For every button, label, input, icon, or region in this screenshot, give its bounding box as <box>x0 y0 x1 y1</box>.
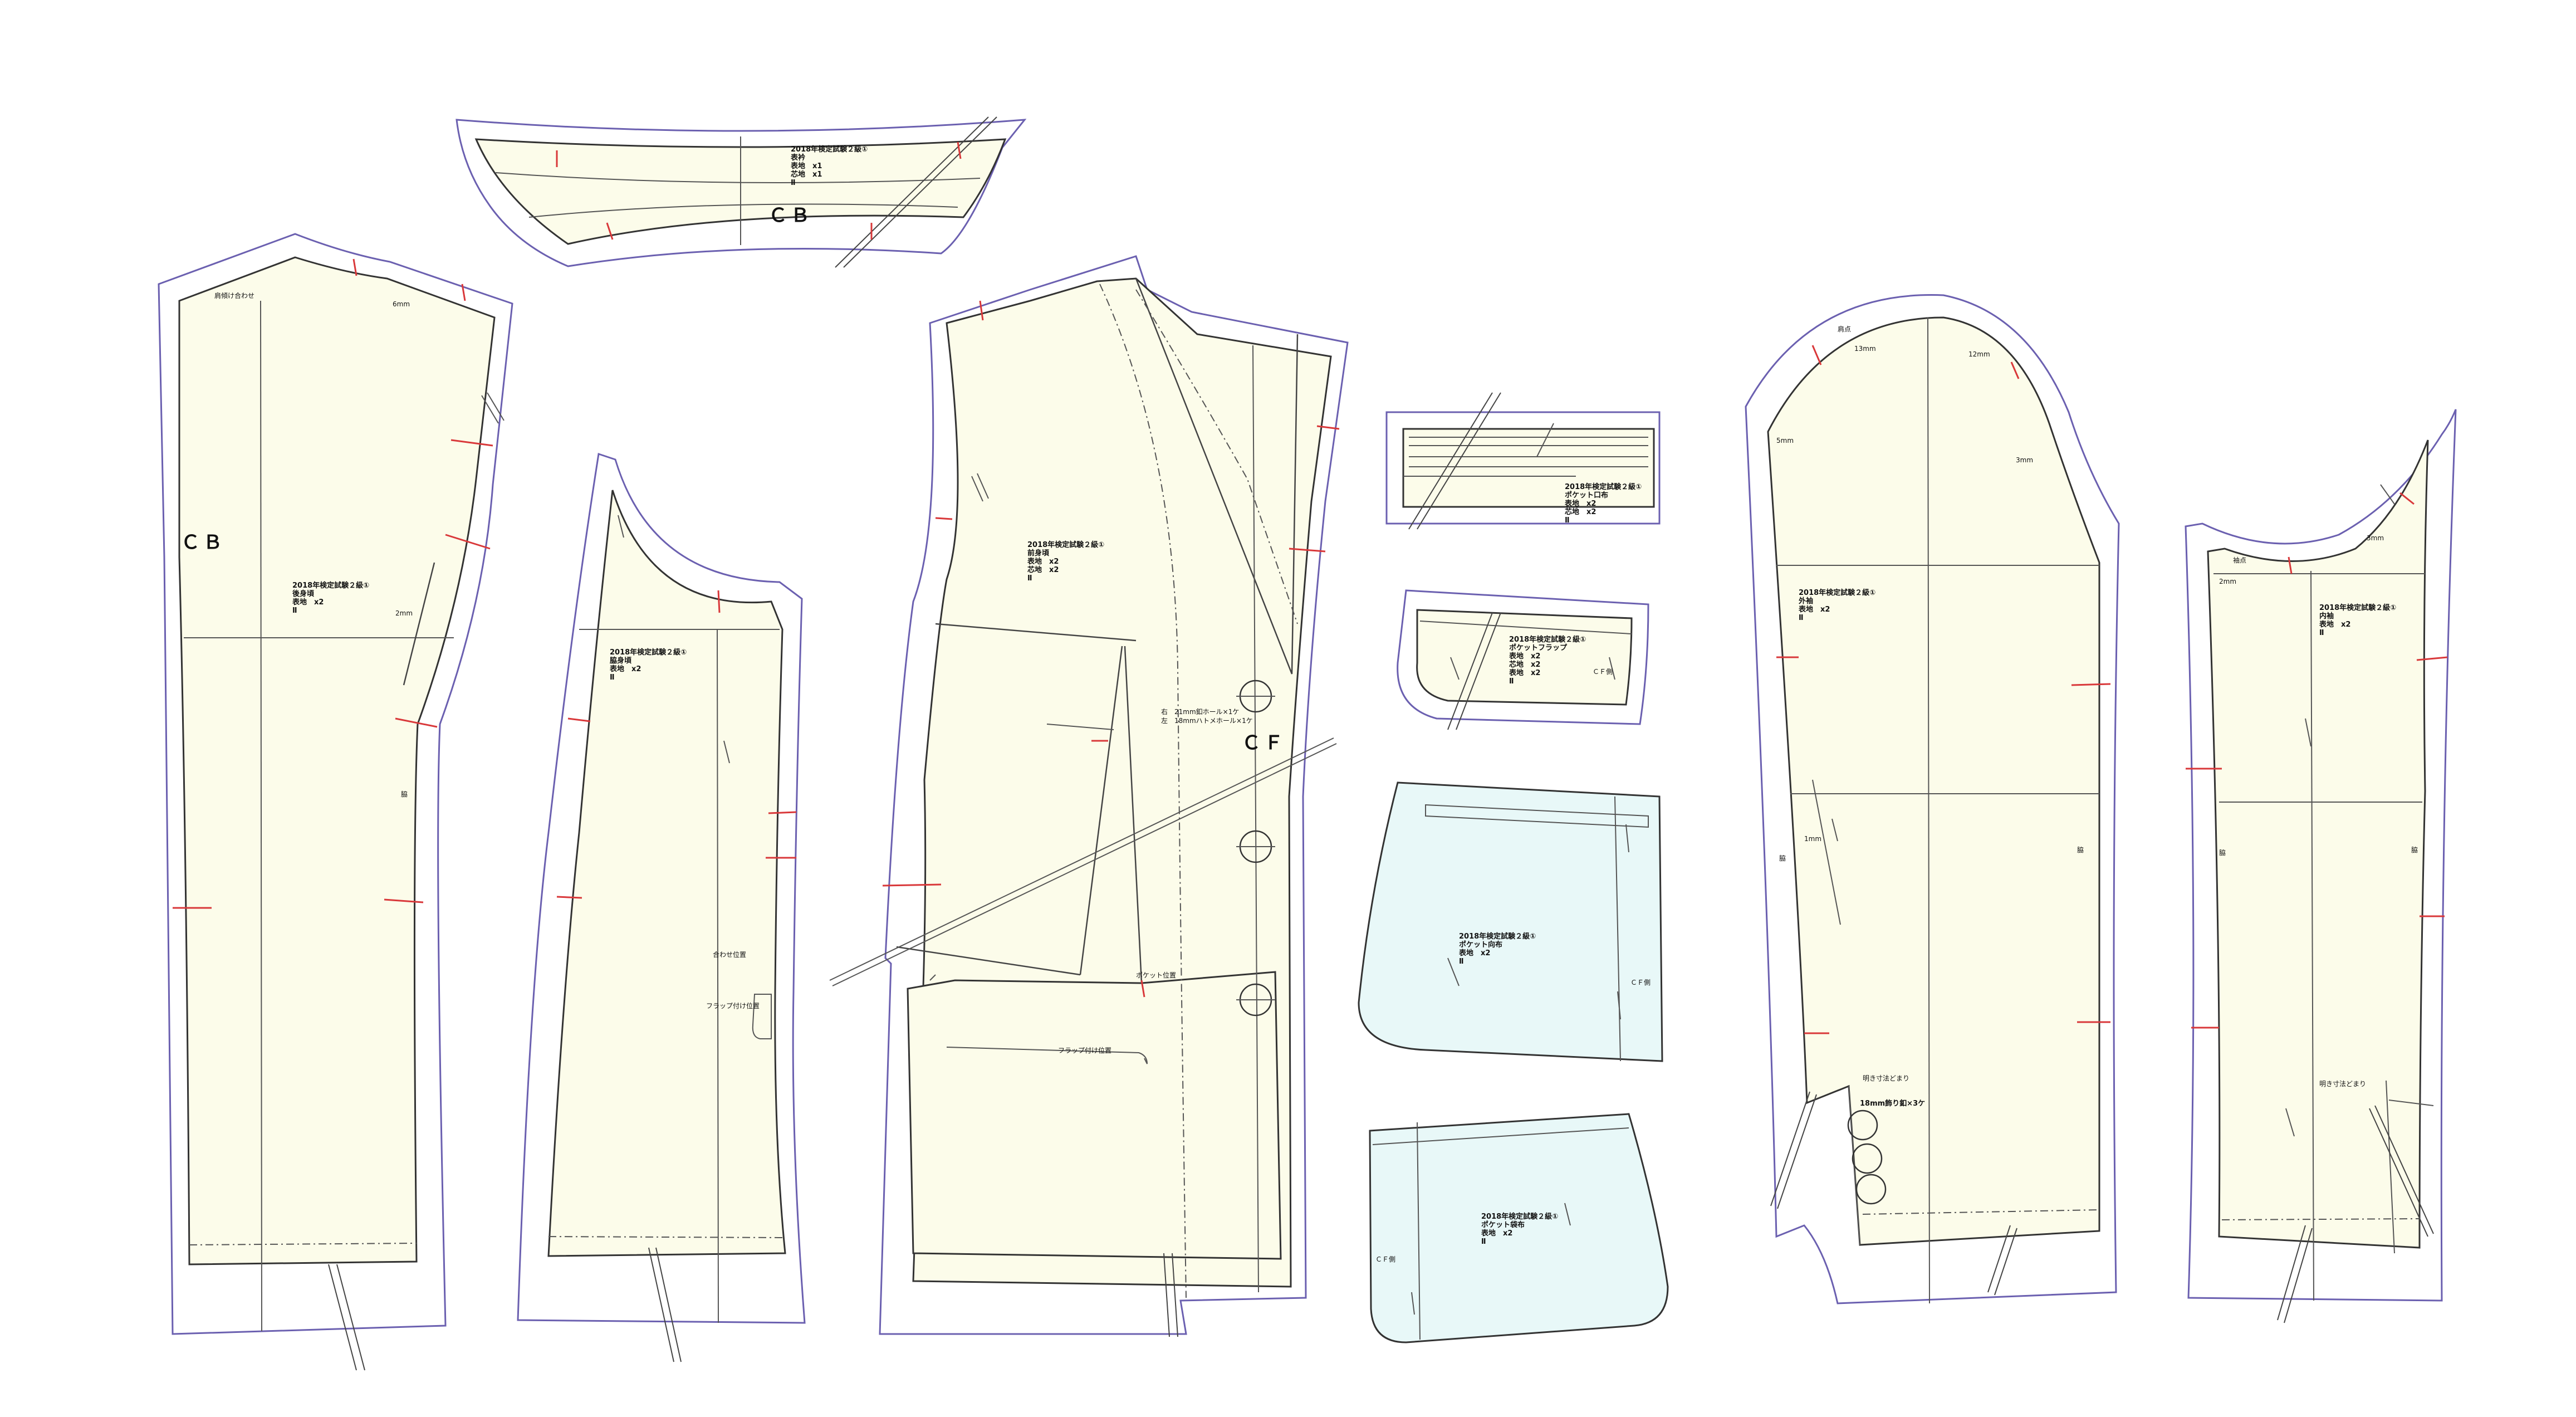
sleeve-button-2 <box>1852 1143 1883 1174</box>
top-sleeve-side-right: 脇 <box>2077 846 2084 854</box>
top-sleeve-vent-note: 明き寸法どまり <box>1863 1074 1909 1082</box>
under-sleeve-ease-2: 2mm <box>2219 578 2236 585</box>
pocket-bag-cf-mark: ＣＦ側 <box>1375 1255 1395 1263</box>
under-sleeve-piece: 袖点 2mm 3mm 脇 脇 2018年検定試験２級① 内袖 表地 x2 Ⅱ 明… <box>2185 409 2457 1323</box>
side-back-match-note: 合わせ位置 <box>713 950 746 959</box>
side-back-label-1: 2018年検定試験２級① <box>610 648 687 657</box>
pocket-bag-label-4: Ⅱ <box>1481 1238 1486 1246</box>
top-sleeve-button-note: 18mm飾り釦×3ケ <box>1860 1099 1925 1108</box>
under-sleeve-label-3: 表地 x2 <box>2319 620 2350 629</box>
collar-label-5: Ⅱ <box>791 179 796 187</box>
front-buttonhole-right: 右 21mm釦ホール×1ケ <box>1161 707 1239 716</box>
top-sleeve-ease-1: 1mm <box>1804 835 1821 843</box>
under-sleeve-side-right: 脇 <box>2411 846 2418 854</box>
back-label-4: Ⅱ <box>292 607 297 615</box>
collar-cb-mark: ＣＢ <box>768 204 813 227</box>
front-buttonhole-left: 左 18mmハトメホール×1ケ <box>1161 716 1253 725</box>
front-label-3: 表地 x2 <box>1027 557 1059 566</box>
pocket-bag-label-1: 2018年検定試験２級① <box>1481 1212 1558 1221</box>
top-sleeve-label-2: 外袖 <box>1798 597 1813 605</box>
side-back-label-4: Ⅱ <box>610 673 615 682</box>
under-sleeve-point-mark: 袖点 <box>2233 556 2246 564</box>
top-sleeve-label-4: Ⅱ <box>1799 614 1804 622</box>
under-sleeve-side-left: 脇 <box>2219 849 2226 857</box>
back-ease-6mm: 6mm <box>393 300 410 308</box>
top-sleeve-ease-3: 3mm <box>2016 456 2033 464</box>
top-sleeve-piece: 肩点 13mm 12mm 5mm 3mm 1mm 脇 脇 2018年検定試験２級… <box>1745 294 2120 1304</box>
side-back-label-2: 脇身頃 <box>610 656 632 665</box>
welt-label-2: ポケット口布 <box>1565 491 1608 500</box>
flap-piece: 2018年検定試験２級① ポケットフラップ 表地 x2 芯地 x2 表地 x2 … <box>1397 589 1649 730</box>
pocket-back-label-3: 表地 x2 <box>1458 949 1490 957</box>
back-ease-2mm: 2mm <box>395 609 413 617</box>
sleeve-button-3 <box>1855 1174 1887 1205</box>
flap-label-3: 表地 x2 <box>1509 652 1540 661</box>
front-flap-note: フラップ付け位置 <box>1058 1046 1111 1054</box>
side-back-piece: 2018年検定試験２級① 脇身頃 表地 x2 Ⅱ フラップ付け位置 合わせ位置 <box>517 453 806 1362</box>
top-sleeve-shoulder-mark: 肩点 <box>1838 325 1851 333</box>
pocket-bag-label-3: 表地 x2 <box>1481 1229 1512 1238</box>
under-sleeve-ease-3: 3mm <box>2367 534 2384 542</box>
back-label-2: 後身頃 <box>292 589 315 598</box>
flap-label-4: 芯地 x2 <box>1509 660 1540 669</box>
under-sleeve-label-4: Ⅱ <box>2319 629 2324 637</box>
pocket-back-cf-mark: ＣＦ側 <box>1630 979 1651 986</box>
collar-label-1: 2018年検定試験２級① <box>791 145 868 154</box>
welt-label-4: 芯地 x2 <box>1565 507 1596 516</box>
back-side-mark: 脇 <box>401 790 408 798</box>
under-sleeve-vent-note: 明き寸法どまり <box>2319 1080 2366 1088</box>
flap-label-2: ポケットフラップ <box>1509 643 1568 652</box>
pocket-bag-piece: 2018年検定試験２級① ポケット袋布 表地 x2 Ⅱ ＣＦ側 <box>1369 1113 1669 1343</box>
top-sleeve-ease-13: 13mm <box>1854 345 1876 353</box>
under-sleeve-label-1: 2018年検定試験２級① <box>2319 603 2396 612</box>
flap-label-5: 表地 x2 <box>1509 668 1540 677</box>
under-sleeve-label-2: 内袖 <box>2319 612 2334 620</box>
welt-label-1: 2018年検定試験２級① <box>1565 482 1642 491</box>
pocket-back-label-4: Ⅱ <box>1459 957 1464 966</box>
top-sleeve-side-left: 脇 <box>1779 854 1786 862</box>
front-label-1: 2018年検定試験２級① <box>1027 540 1104 549</box>
top-sleeve-label-1: 2018年検定試験２級① <box>1799 588 1875 597</box>
collar-label-3: 表地 x1 <box>790 162 822 170</box>
pocket-bag-label-2: ポケット袋布 <box>1481 1220 1525 1229</box>
back-label-1: 2018年検定試験２級① <box>292 581 369 590</box>
top-sleeve-ease-12: 12mm <box>1968 350 1990 358</box>
collar-label-4: 芯地 x1 <box>791 170 822 179</box>
side-back-label-3: 表地 x2 <box>609 664 641 673</box>
collar-piece: 2018年検定試験２級① 表衿 表地 x1 芯地 x1 Ⅱ ＣＢ <box>456 116 1027 268</box>
flap-label-6: Ⅱ <box>1509 677 1514 686</box>
pocket-back-piece: 2018年検定試験２級① ポケット向布 表地 x2 Ⅱ ＣＦ側 <box>1358 781 1663 1062</box>
flap-cf-mark: ＣＦ側 <box>1593 668 1613 676</box>
front-piece: 2018年検定試験２級① 前身頃 表地 x2 芯地 x2 Ⅱ ＣＦ 右 21mm… <box>829 255 1349 1337</box>
pocket-back-label-1: 2018年検定試験２級① <box>1459 932 1536 941</box>
side-back-flap-note: フラップ付け位置 <box>706 1001 760 1010</box>
collar-label-2: 表衿 <box>790 153 805 162</box>
back-piece: 肩傾け合わせ 6mm 2mm 脇 ＣＢ 2018年検定試験２級① 後身頃 表地 … <box>158 233 513 1371</box>
pocket-back-label-2: ポケット向布 <box>1459 940 1502 949</box>
back-label-3: 表地 x2 <box>292 598 324 607</box>
front-pocket-note: ポケット位置 <box>1136 971 1176 979</box>
back-cb-mark: ＣＢ <box>181 531 226 554</box>
front-label-4: 芯地 x2 <box>1027 565 1059 574</box>
front-cf-mark: ＣＦ <box>1242 732 1286 754</box>
welt-label-5: Ⅱ <box>1565 516 1570 525</box>
back-shoulder-mark: 肩傾け合わせ <box>214 291 254 300</box>
top-sleeve-ease-5: 5mm <box>1776 437 1794 444</box>
sleeve-button-1 <box>1847 1110 1878 1141</box>
welt-piece: 2018年検定試験２級① ポケット口布 表地 x2 芯地 x2 Ⅱ <box>1385 392 1661 530</box>
top-sleeve-label-3: 表地 x2 <box>1798 605 1830 614</box>
front-label-5: Ⅱ <box>1027 574 1032 583</box>
flap-label-1: 2018年検定試験２級① <box>1509 635 1586 644</box>
front-label-2: 前身頃 <box>1027 549 1050 558</box>
welt-label-3: 表地 x2 <box>1564 499 1596 508</box>
